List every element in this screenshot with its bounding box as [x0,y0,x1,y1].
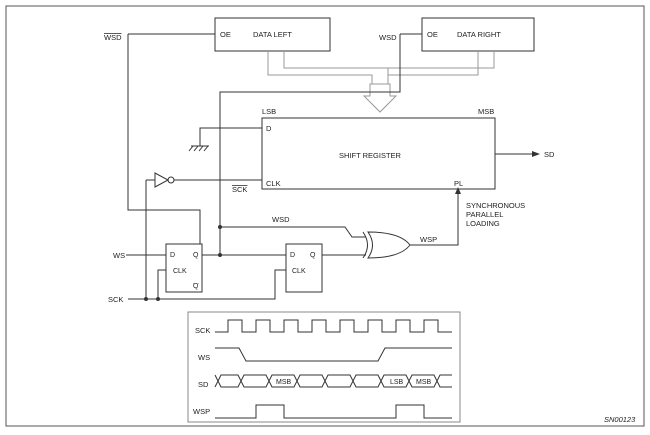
wsd-xor-wire [219,226,366,255]
data-left-title: DATA LEFT [253,30,292,39]
ff1-clk-pin: CLK [173,268,187,275]
wsp-label: WSP [420,235,437,244]
timing-sd-label: SD [198,380,209,389]
ground-icon [188,127,262,152]
timing-sck-label: SCK [195,326,210,335]
timing-wsp-label: WSP [193,407,210,416]
sr-clk-pin: CLK [266,179,281,188]
wsp-wire [410,192,459,246]
sd-msb-label-1: MSB [276,379,292,386]
sd-lsb-label: LSB [390,379,404,386]
ff2-clk-pin: CLK [292,268,306,275]
ws-waveform [215,347,452,362]
flip-flop-1: D Q CLK Q [165,243,203,293]
flip-flop-2: D Q CLK [285,243,323,293]
timing-ws-label: WS [198,353,210,362]
note-line-1: SYNCHRONOUS [466,201,525,210]
ff2-d-pin: D [290,252,295,259]
note-line-3: LOADING [466,219,500,228]
timing-frame [187,311,461,423]
pl-arrow [455,187,461,194]
msb-label: MSB [478,107,494,116]
wsd-right-wire [219,34,401,227]
ff1-qbar-pin: Q [193,283,199,290]
bus-arrow [362,83,398,113]
junction-dot [218,225,222,229]
figure-frame [5,5,645,427]
sd-label: SD [544,150,555,159]
sr-pl-pin: PL [454,179,463,188]
figure-id: SN00123 [604,415,636,424]
sd-msb-label-2: MSB [416,379,432,386]
data-left-block: OE DATA LEFT [214,17,331,52]
inverter-gate [154,172,175,188]
sr-d-pin: D [266,124,272,133]
note-line-2: PARALLEL [466,210,503,219]
wsp-waveform [215,404,452,419]
ff1-clk-wire [157,269,166,299]
data-right-block: OE DATA RIGHT [421,17,535,52]
sck-waveform [215,319,452,333]
sck-bar-label: SCK [232,185,247,194]
lsb-label: LSB [262,107,276,116]
sck-input-label: SCK [108,295,123,304]
sck-input-wire [128,269,286,300]
timing-diagram: SCK WS SD WSP MSB LSB MSB [187,311,461,423]
ff1-d-pin: D [170,252,175,259]
data-right-title: DATA RIGHT [457,30,501,39]
sd-arrow [532,151,540,157]
ff1-q-pin: Q [193,252,199,259]
xor-gate [362,231,411,259]
data-right-oe-label: OE [427,30,438,39]
shift-register-block: LSB MSB D CLK PL SHIFT REGISTER [261,107,496,190]
ff2-q-pin: Q [310,252,316,259]
shift-register-title: SHIFT REGISTER [339,151,402,160]
wsd-bar-label: WSD [104,33,122,42]
data-left-oe-label: OE [220,30,231,39]
junction-dot [156,297,160,301]
wsd-mid-label: WSD [272,215,290,224]
junction-dot [144,297,148,301]
ws-input-label: WS [113,251,125,260]
sd-waveform: MSB LSB MSB [214,374,452,388]
data-bus [267,51,495,113]
wsd-right-label: WSD [379,33,397,42]
